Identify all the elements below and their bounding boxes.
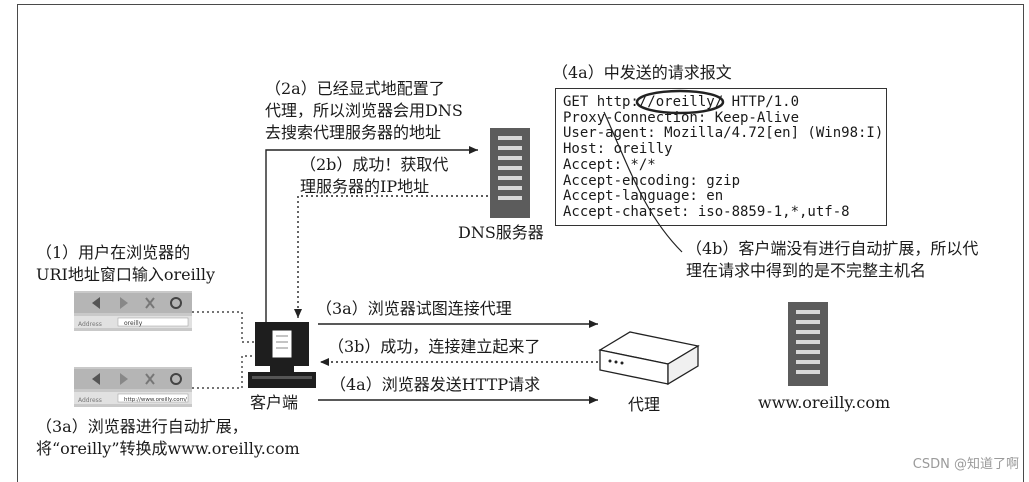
- dns-server-icon: [490, 128, 530, 218]
- request-line-2: Proxy-Connection: Keep-Alive: [563, 109, 800, 126]
- label-client: 客户端: [250, 393, 299, 412]
- label-1-line1: （1）用户在浏览器的: [36, 243, 191, 262]
- label-4b-line1: （4b）客户端没有进行自动扩展，所以代: [686, 239, 979, 258]
- label-origin-server: www.oreilly.com: [758, 393, 891, 412]
- request-line-8: Accept-charset: iso-8859-1,*,utf-8: [563, 203, 850, 220]
- browser2-url: http://www.oreilly.com/: [124, 397, 187, 403]
- watermark: CSDN @知道了啊: [912, 457, 1019, 472]
- label-2b-line1: （2b）成功！获取代: [300, 155, 449, 174]
- diagram-frame: [17, 4, 1024, 482]
- client-computer-icon: [248, 322, 316, 388]
- request-line-1: GET http://oreilly/ HTTP/1.0: [563, 94, 800, 110]
- request-line-6: Accept-encoding: gzip: [563, 172, 741, 189]
- label-2a-line1: （2a）已经显式地配置了: [265, 79, 445, 98]
- request-line-5: Accept: */*: [563, 156, 656, 173]
- label-dns-server: DNS服务器: [458, 223, 544, 242]
- request-line-3: User-agent: Mozilla/4.72[en] (Win98:I): [563, 125, 884, 142]
- label-2b-line2: 理服务器的IP地址: [300, 177, 430, 196]
- label-4a-arrow: （4a）浏览器发送HTTP请求: [330, 375, 541, 394]
- label-3b-arrow: （3b）成功，连接建立起来了: [328, 337, 541, 356]
- request-line-4: Host: oreilly: [563, 141, 673, 158]
- label-3a-arrow: （3a）浏览器试图连接代理: [316, 299, 512, 318]
- browser-toolbar-icon: Address http://www.oreilly.com/: [74, 367, 192, 407]
- connector-browser2: [192, 352, 276, 389]
- label-2a-line2: 代理，所以浏览器会用DNS: [265, 101, 463, 120]
- browser-toolbar-icon: Address oreilly: [74, 291, 192, 331]
- label-proxy: 代理: [628, 395, 661, 414]
- svg-text:Address: Address: [78, 397, 102, 404]
- proxy-device-icon: [598, 331, 700, 386]
- label-4a-title: （4a）中发送的请求报文: [552, 63, 732, 82]
- arrow-2b-dns-response: [294, 195, 488, 318]
- label-3a-left-line1: （3a）浏览器进行自动扩展，: [36, 417, 248, 436]
- browser1-url: oreilly: [124, 320, 143, 327]
- svg-text:Address: Address: [78, 321, 102, 328]
- request-line-7: Accept-language: en: [563, 188, 724, 205]
- label-3a-left-line2: 将“oreilly”转换成www.oreilly.com: [36, 439, 300, 458]
- web-server-icon: [788, 302, 828, 386]
- label-2a-line3: 去搜索代理服务器的地址: [265, 123, 442, 142]
- arrow-2a-dns-query: [265, 146, 478, 322]
- label-1-line2: URI地址窗口输入oreilly: [36, 265, 215, 284]
- label-4b-line2: 理在请求中得到的是不完整主机名: [686, 261, 927, 280]
